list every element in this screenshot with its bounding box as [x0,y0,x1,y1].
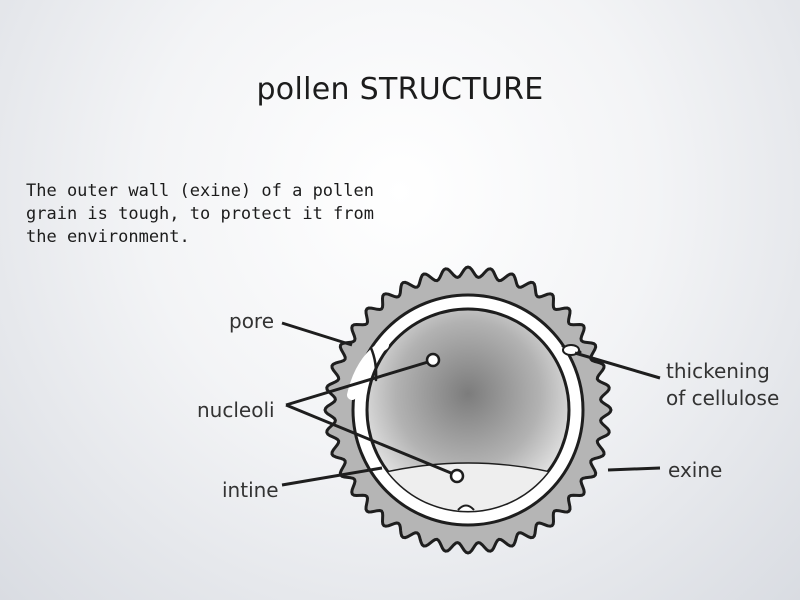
label-nucleoli: nucleoli [197,398,275,422]
exine-leader [607,466,661,472]
nucleoli-leader-lower [285,403,452,475]
intine-leader [281,466,383,487]
label-pore: pore [229,309,274,333]
thickening-blob [562,344,580,356]
thickening-leader [574,351,661,380]
nucleolus-upper [425,352,441,368]
nucleolus-lower [449,468,465,484]
slide-body-text: The outer wall (exine) of a pollen grain… [26,181,374,247]
label-exine: exine [668,458,722,482]
label-of-cellulose: of cellulose [666,386,779,410]
slide-title: pollen STRUCTURE [256,72,544,107]
label-intine: intine [222,478,279,502]
pore-notch-left [347,340,389,400]
pore-leader [281,321,353,347]
label-thickening: thickening [666,359,770,383]
nucleoli-leader-upper [285,360,429,407]
bottom-notch [457,504,475,511]
